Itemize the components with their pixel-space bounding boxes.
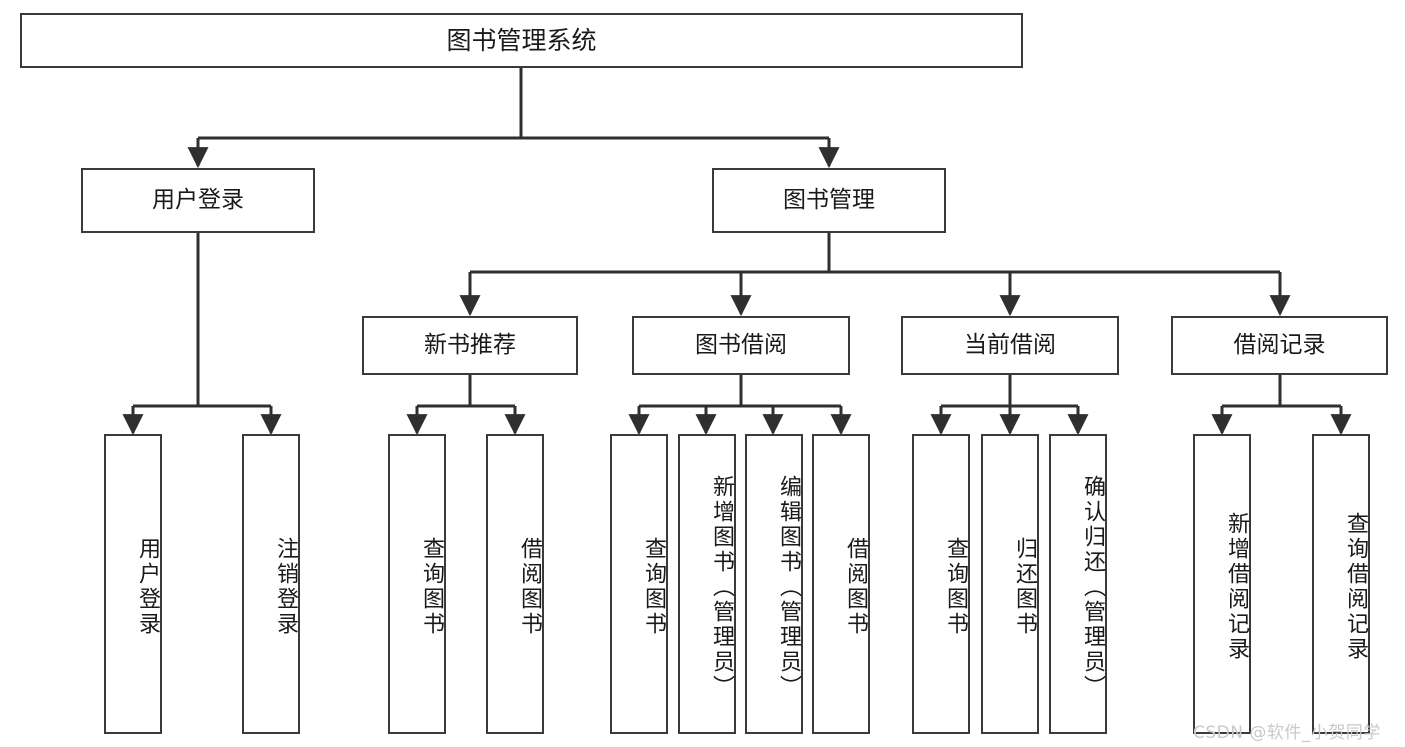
leaf-logout[interactable]: 注销登录 [242, 434, 300, 734]
leaf-query-borrow-record[interactable]: 查询借阅记录 [1312, 434, 1370, 734]
leaf-query-book-borrow[interactable]: 查询图书 [610, 434, 668, 734]
node-label: 归还图书 [1012, 537, 1037, 637]
leaf-add-book-admin[interactable]: 新增图书（管理员） [678, 434, 736, 734]
node-user-login[interactable]: 用户登录 [81, 168, 315, 233]
node-label: 查询图书 [943, 537, 968, 637]
node-borrow-record[interactable]: 借阅记录 [1171, 316, 1388, 375]
node-label: 新增图书（管理员） [709, 474, 734, 700]
leaf-query-book-recommend[interactable]: 查询图书 [388, 434, 446, 734]
leaf-add-borrow-record[interactable]: 新增借阅记录 [1193, 434, 1251, 734]
leaf-edit-book-admin[interactable]: 编辑图书（管理员） [745, 434, 803, 734]
node-label: 查询借阅记录 [1343, 512, 1368, 662]
node-label: 当前借阅 [964, 331, 1056, 358]
node-book-management[interactable]: 图书管理 [712, 168, 946, 233]
node-label: 查询图书 [419, 537, 444, 637]
node-label: 图书管理系统 [446, 25, 597, 55]
leaf-borrow-book[interactable]: 借阅图书 [812, 434, 870, 734]
node-current-borrow[interactable]: 当前借阅 [901, 316, 1119, 375]
node-label: 图书借阅 [695, 331, 787, 358]
node-label: 借阅图书 [517, 537, 542, 637]
node-label: 用户登录 [135, 537, 160, 637]
leaf-query-book-current[interactable]: 查询图书 [912, 434, 970, 734]
node-new-book-recommend[interactable]: 新书推荐 [362, 316, 578, 375]
node-label: 查询图书 [641, 537, 666, 637]
node-root-system[interactable]: 图书管理系统 [20, 13, 1023, 68]
node-label: 新书推荐 [424, 331, 516, 358]
leaf-confirm-return-admin[interactable]: 确认归还（管理员） [1049, 434, 1107, 734]
node-label: 图书管理 [783, 186, 875, 213]
node-label: 确认归还（管理员） [1080, 474, 1105, 700]
node-label: 借阅图书 [843, 537, 868, 637]
leaf-borrow-book-recommend[interactable]: 借阅图书 [486, 434, 544, 734]
node-book-borrow[interactable]: 图书借阅 [632, 316, 850, 375]
node-label: 借阅记录 [1233, 331, 1326, 358]
node-label: 编辑图书（管理员） [776, 474, 801, 700]
node-label: 用户登录 [152, 186, 244, 213]
leaf-return-book[interactable]: 归还图书 [981, 434, 1039, 734]
leaf-user-login[interactable]: 用户登录 [104, 434, 162, 734]
csdn-watermark: CSDN @软件_小贺同学 [1193, 723, 1381, 743]
node-label: 新增借阅记录 [1224, 512, 1249, 662]
node-label: 注销登录 [273, 537, 298, 637]
